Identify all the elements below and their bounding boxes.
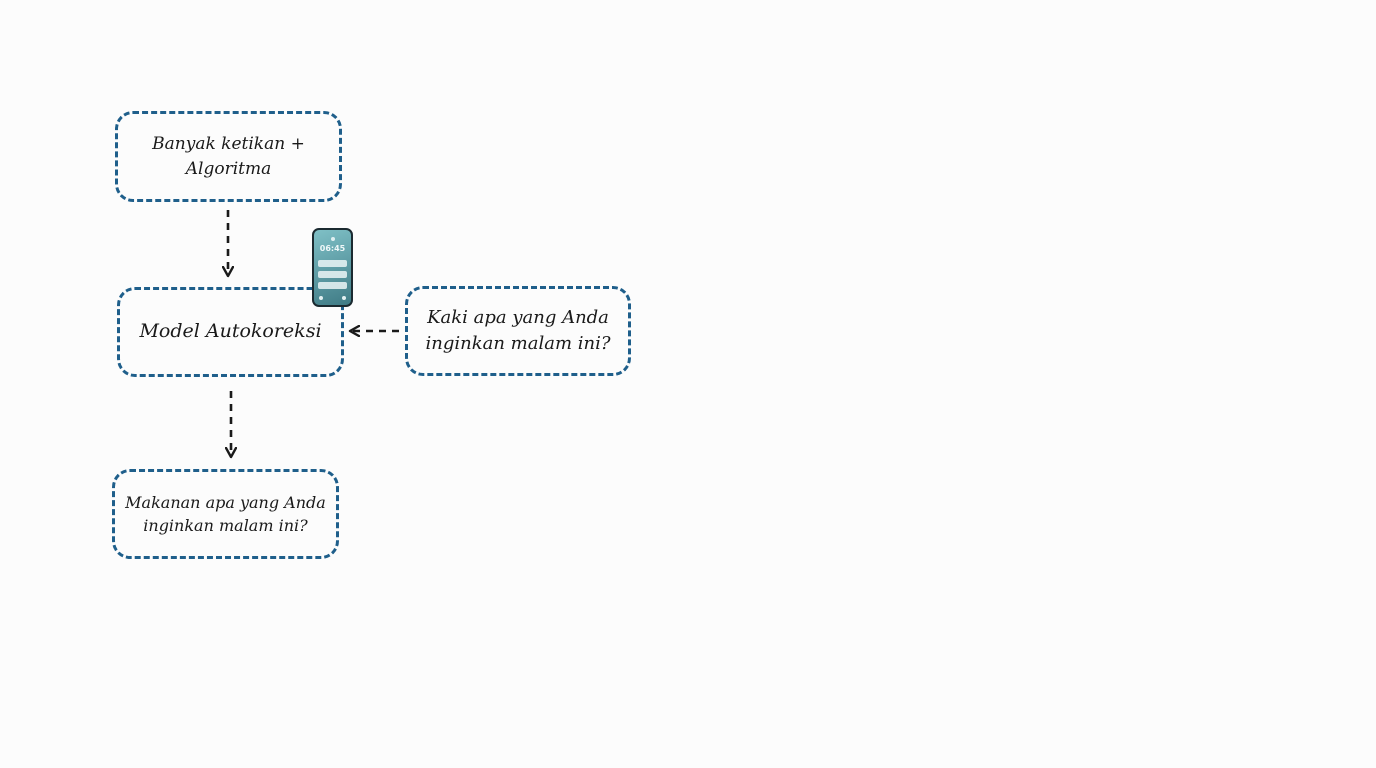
- camera-notch: [330, 237, 335, 241]
- smartphone-icon: 06:45: [312, 228, 353, 307]
- node-typing-plus-algorithm: Banyak ketikan + Algoritma: [115, 111, 342, 202]
- notification-bar: [318, 282, 347, 289]
- camera-icon: [342, 296, 346, 300]
- node-corrected-sentence: Makanan apa yang Anda inginkan malam ini…: [112, 469, 339, 559]
- flashlight-icon: [319, 296, 323, 300]
- notification-bar: [318, 260, 347, 267]
- phone-clock: 06:45: [319, 244, 346, 253]
- notification-bar: [318, 271, 347, 278]
- node-autocorrect-model: Model Autokoreksi: [117, 287, 344, 377]
- node-typo-sentence: Kaki apa yang Anda inginkan malam ini?: [405, 286, 631, 376]
